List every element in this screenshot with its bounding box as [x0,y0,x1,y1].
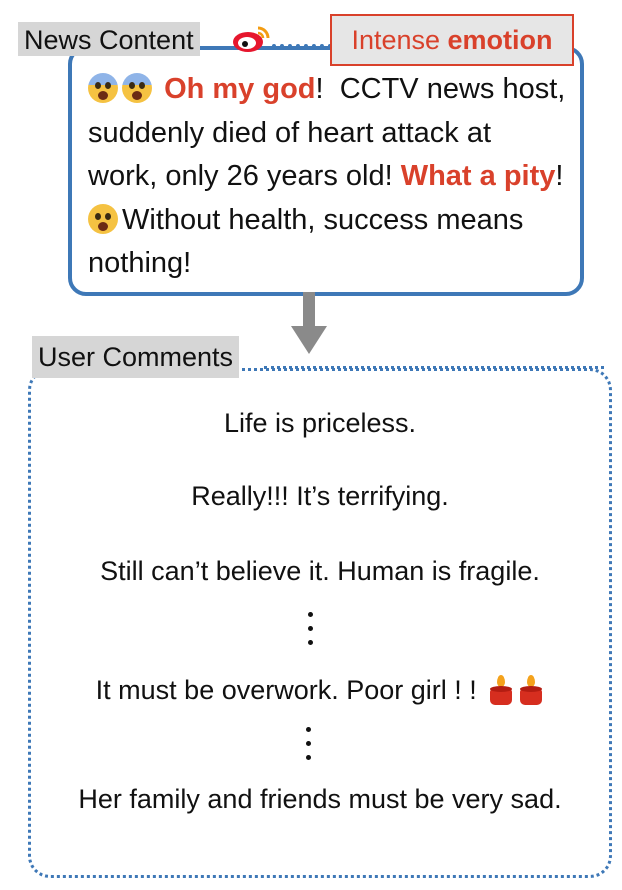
news-pity-punct: ! [555,160,564,192]
comments-frame-connector [264,366,604,372]
news-exclamation: Oh my god [164,73,316,105]
vertical-ellipsis-icon [305,612,315,652]
comment-item: Still can’t believe it. Human is fragile… [100,556,540,586]
emotion-tag-prefix: Intense [351,25,448,55]
news-exclamation-punct: ! [315,73,324,105]
comment-item: Really!!! It’s terrifying. [191,481,449,511]
weibo-logo-icon [233,26,270,52]
news-content-frame [68,46,584,296]
screaming-face-icon [122,73,152,103]
down-arrow-icon [291,292,327,354]
candle-icon [518,675,544,705]
news-sentence-1: CCTV news host, suddenly died of heart a… [88,73,566,192]
news-frame-connector [272,44,332,52]
user-comments-frame [28,368,612,878]
comment-item: It must be overwork. Poor girl ! ! [28,674,612,706]
news-content-label: News Content [18,22,200,56]
intense-emotion-tag: Intense emotion [330,14,574,66]
screaming-face-icon [88,73,118,103]
candle-icon [488,675,514,705]
vertical-ellipsis-icon [303,727,313,767]
comment-item: Life is priceless. [223,408,417,438]
comment-text: It must be overwork. Poor girl ! ! [95,675,477,705]
comment-item: Her family and friends must be very sad. [78,784,562,814]
user-comments-label: User Comments [32,336,240,378]
emotion-tag-emphasis: emotion [447,25,553,55]
news-sentence-2: Without health, success means nothing! [88,203,524,280]
anxious-face-icon [88,203,118,234]
news-post-text: Oh my god! CCTV news host, suddenly died… [88,68,568,286]
news-pity-phrase: What a pity [400,160,556,192]
